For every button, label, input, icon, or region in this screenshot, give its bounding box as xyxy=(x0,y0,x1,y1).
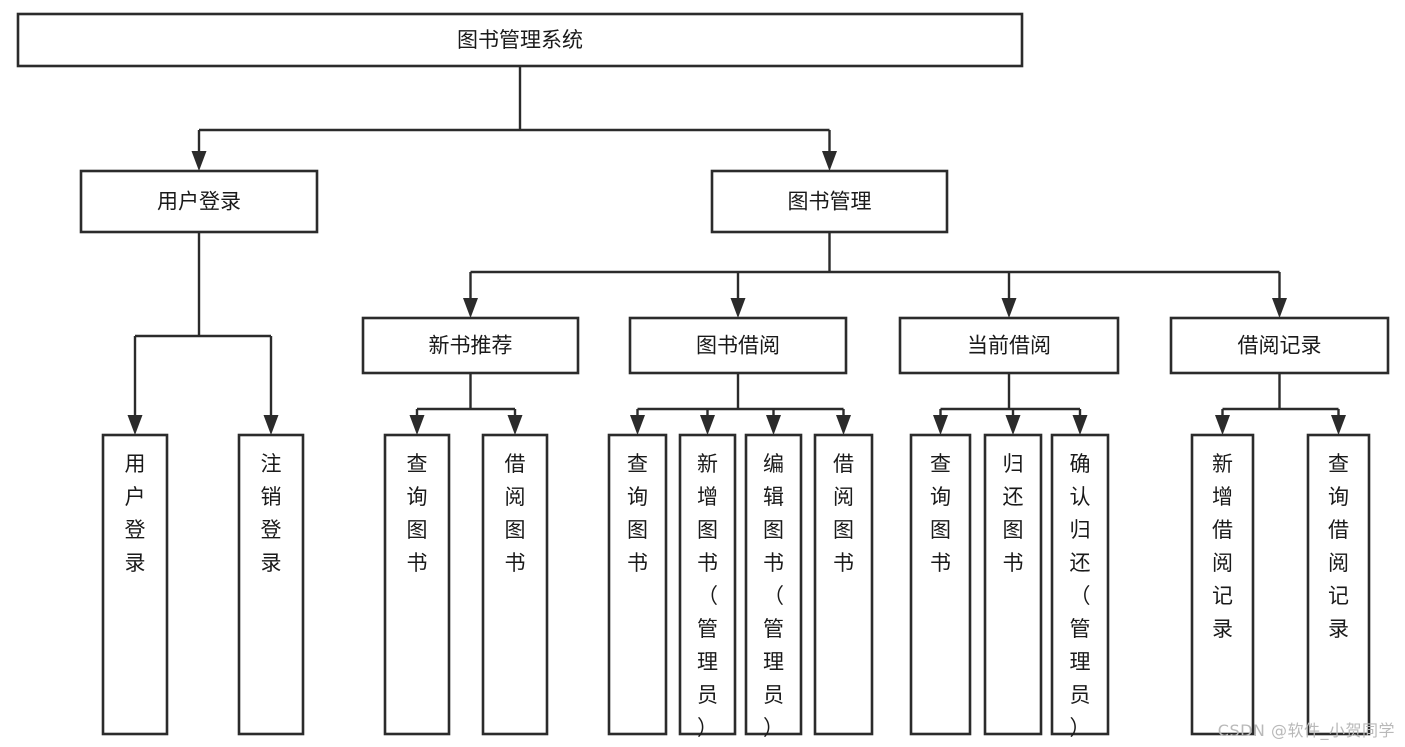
node-box[interactable] xyxy=(813,433,874,736)
node-label: 查询图书 xyxy=(407,452,428,575)
node-box[interactable] xyxy=(744,433,803,736)
node-leaf-borrow-add[interactable]: 新增图书（管理员） xyxy=(678,433,737,740)
node-login[interactable]: 用户登录 xyxy=(79,169,319,234)
node-label: 查询图书 xyxy=(930,452,951,575)
node-label: 归还图书 xyxy=(1003,452,1024,575)
node-label: 新增图书（管理员） xyxy=(697,452,718,740)
node-leaf-borrow-do[interactable]: 借阅图书 xyxy=(813,433,874,736)
node-box[interactable] xyxy=(101,433,169,736)
node-box[interactable] xyxy=(1306,433,1371,736)
node-leaf-current-search[interactable]: 查询图书 xyxy=(909,433,972,736)
node-box[interactable] xyxy=(1050,433,1110,736)
watermark-text: CSDN @软件_小贺同学 xyxy=(1217,721,1395,740)
node-box[interactable] xyxy=(481,433,549,736)
arrow-head-icon xyxy=(630,415,645,435)
arrow-head-icon xyxy=(263,415,279,435)
node-label: 查询图书 xyxy=(627,452,648,575)
node-box[interactable] xyxy=(678,433,737,736)
node-leaf-borrow-edit[interactable]: 编辑图书（管理员） xyxy=(744,433,803,740)
node-label: 借阅图书 xyxy=(833,452,854,575)
arrow-head-icon xyxy=(191,151,207,171)
node-label: 图书管理系统 xyxy=(457,28,583,52)
node-label: 当前借阅 xyxy=(967,334,1051,358)
node-leaf-new-search[interactable]: 查询图书 xyxy=(383,433,451,736)
arrow-head-icon xyxy=(933,415,948,435)
node-box[interactable] xyxy=(628,316,848,375)
node-box[interactable] xyxy=(1169,316,1390,375)
node-label: 新书推荐 xyxy=(429,334,513,358)
node-box[interactable] xyxy=(237,433,305,736)
node-leaf-user-login[interactable]: 用户登录 xyxy=(101,433,169,736)
arrow-head-icon xyxy=(1001,298,1017,318)
arrow-head-icon xyxy=(1215,415,1230,435)
node-label: 新增借阅记录 xyxy=(1212,452,1233,641)
node-record[interactable]: 借阅记录 xyxy=(1169,316,1390,375)
node-leaf-record-search[interactable]: 查询借阅记录 xyxy=(1306,433,1371,736)
node-leaf-borrow-search[interactable]: 查询图书 xyxy=(607,433,668,736)
arrow-head-icon xyxy=(507,415,523,435)
node-current[interactable]: 当前借阅 xyxy=(898,316,1120,375)
arrow-head-icon xyxy=(1331,415,1346,435)
arrow-head-icon xyxy=(822,151,837,171)
node-box[interactable] xyxy=(383,433,451,736)
node-label: 查询借阅记录 xyxy=(1328,452,1349,641)
node-box[interactable] xyxy=(361,316,580,375)
node-leaf-current-confirm[interactable]: 确认归还（管理员） xyxy=(1050,433,1110,740)
connector-layer xyxy=(127,66,1346,435)
node-box[interactable] xyxy=(983,433,1043,736)
arrow-head-icon xyxy=(836,415,851,435)
node-bookmgmt[interactable]: 图书管理 xyxy=(710,169,949,234)
node-box[interactable] xyxy=(16,12,1024,68)
node-label: 借阅图书 xyxy=(505,452,526,575)
node-label: 编辑图书（管理员） xyxy=(763,452,784,740)
node-label: 借阅记录 xyxy=(1238,334,1322,358)
node-label: 注销登录 xyxy=(261,452,282,575)
node-label: 图书管理 xyxy=(788,190,872,214)
node-label: 用户登录 xyxy=(125,452,146,575)
arrow-head-icon xyxy=(127,415,143,435)
node-leaf-current-return[interactable]: 归还图书 xyxy=(983,433,1043,736)
node-box[interactable] xyxy=(607,433,668,736)
node-box[interactable] xyxy=(898,316,1120,375)
node-box[interactable] xyxy=(1190,433,1255,736)
arrow-head-icon xyxy=(700,415,715,435)
node-label: 图书借阅 xyxy=(696,334,780,358)
node-newbook[interactable]: 新书推荐 xyxy=(361,316,580,375)
node-layer: 图书管理系统用户登录图书管理新书推荐图书借阅当前借阅借阅记录用户登录注销登录查询… xyxy=(16,12,1390,740)
arrow-head-icon xyxy=(1072,415,1088,435)
node-box[interactable] xyxy=(79,169,319,234)
arrow-head-icon xyxy=(1272,298,1287,318)
node-leaf-user-logout[interactable]: 注销登录 xyxy=(237,433,305,736)
node-box[interactable] xyxy=(909,433,972,736)
node-label: 确认归还（管理员） xyxy=(1070,452,1091,740)
arrow-head-icon xyxy=(409,415,425,435)
arrow-head-icon xyxy=(463,298,478,318)
node-borrow[interactable]: 图书借阅 xyxy=(628,316,848,375)
node-leaf-new-borrow[interactable]: 借阅图书 xyxy=(481,433,549,736)
node-root[interactable]: 图书管理系统 xyxy=(16,12,1024,68)
node-label: 用户登录 xyxy=(157,190,241,214)
arrow-head-icon xyxy=(1005,415,1021,435)
node-leaf-record-add[interactable]: 新增借阅记录 xyxy=(1190,433,1255,736)
node-box[interactable] xyxy=(710,169,949,234)
arrow-head-icon xyxy=(730,298,746,318)
arrow-head-icon xyxy=(766,415,781,435)
